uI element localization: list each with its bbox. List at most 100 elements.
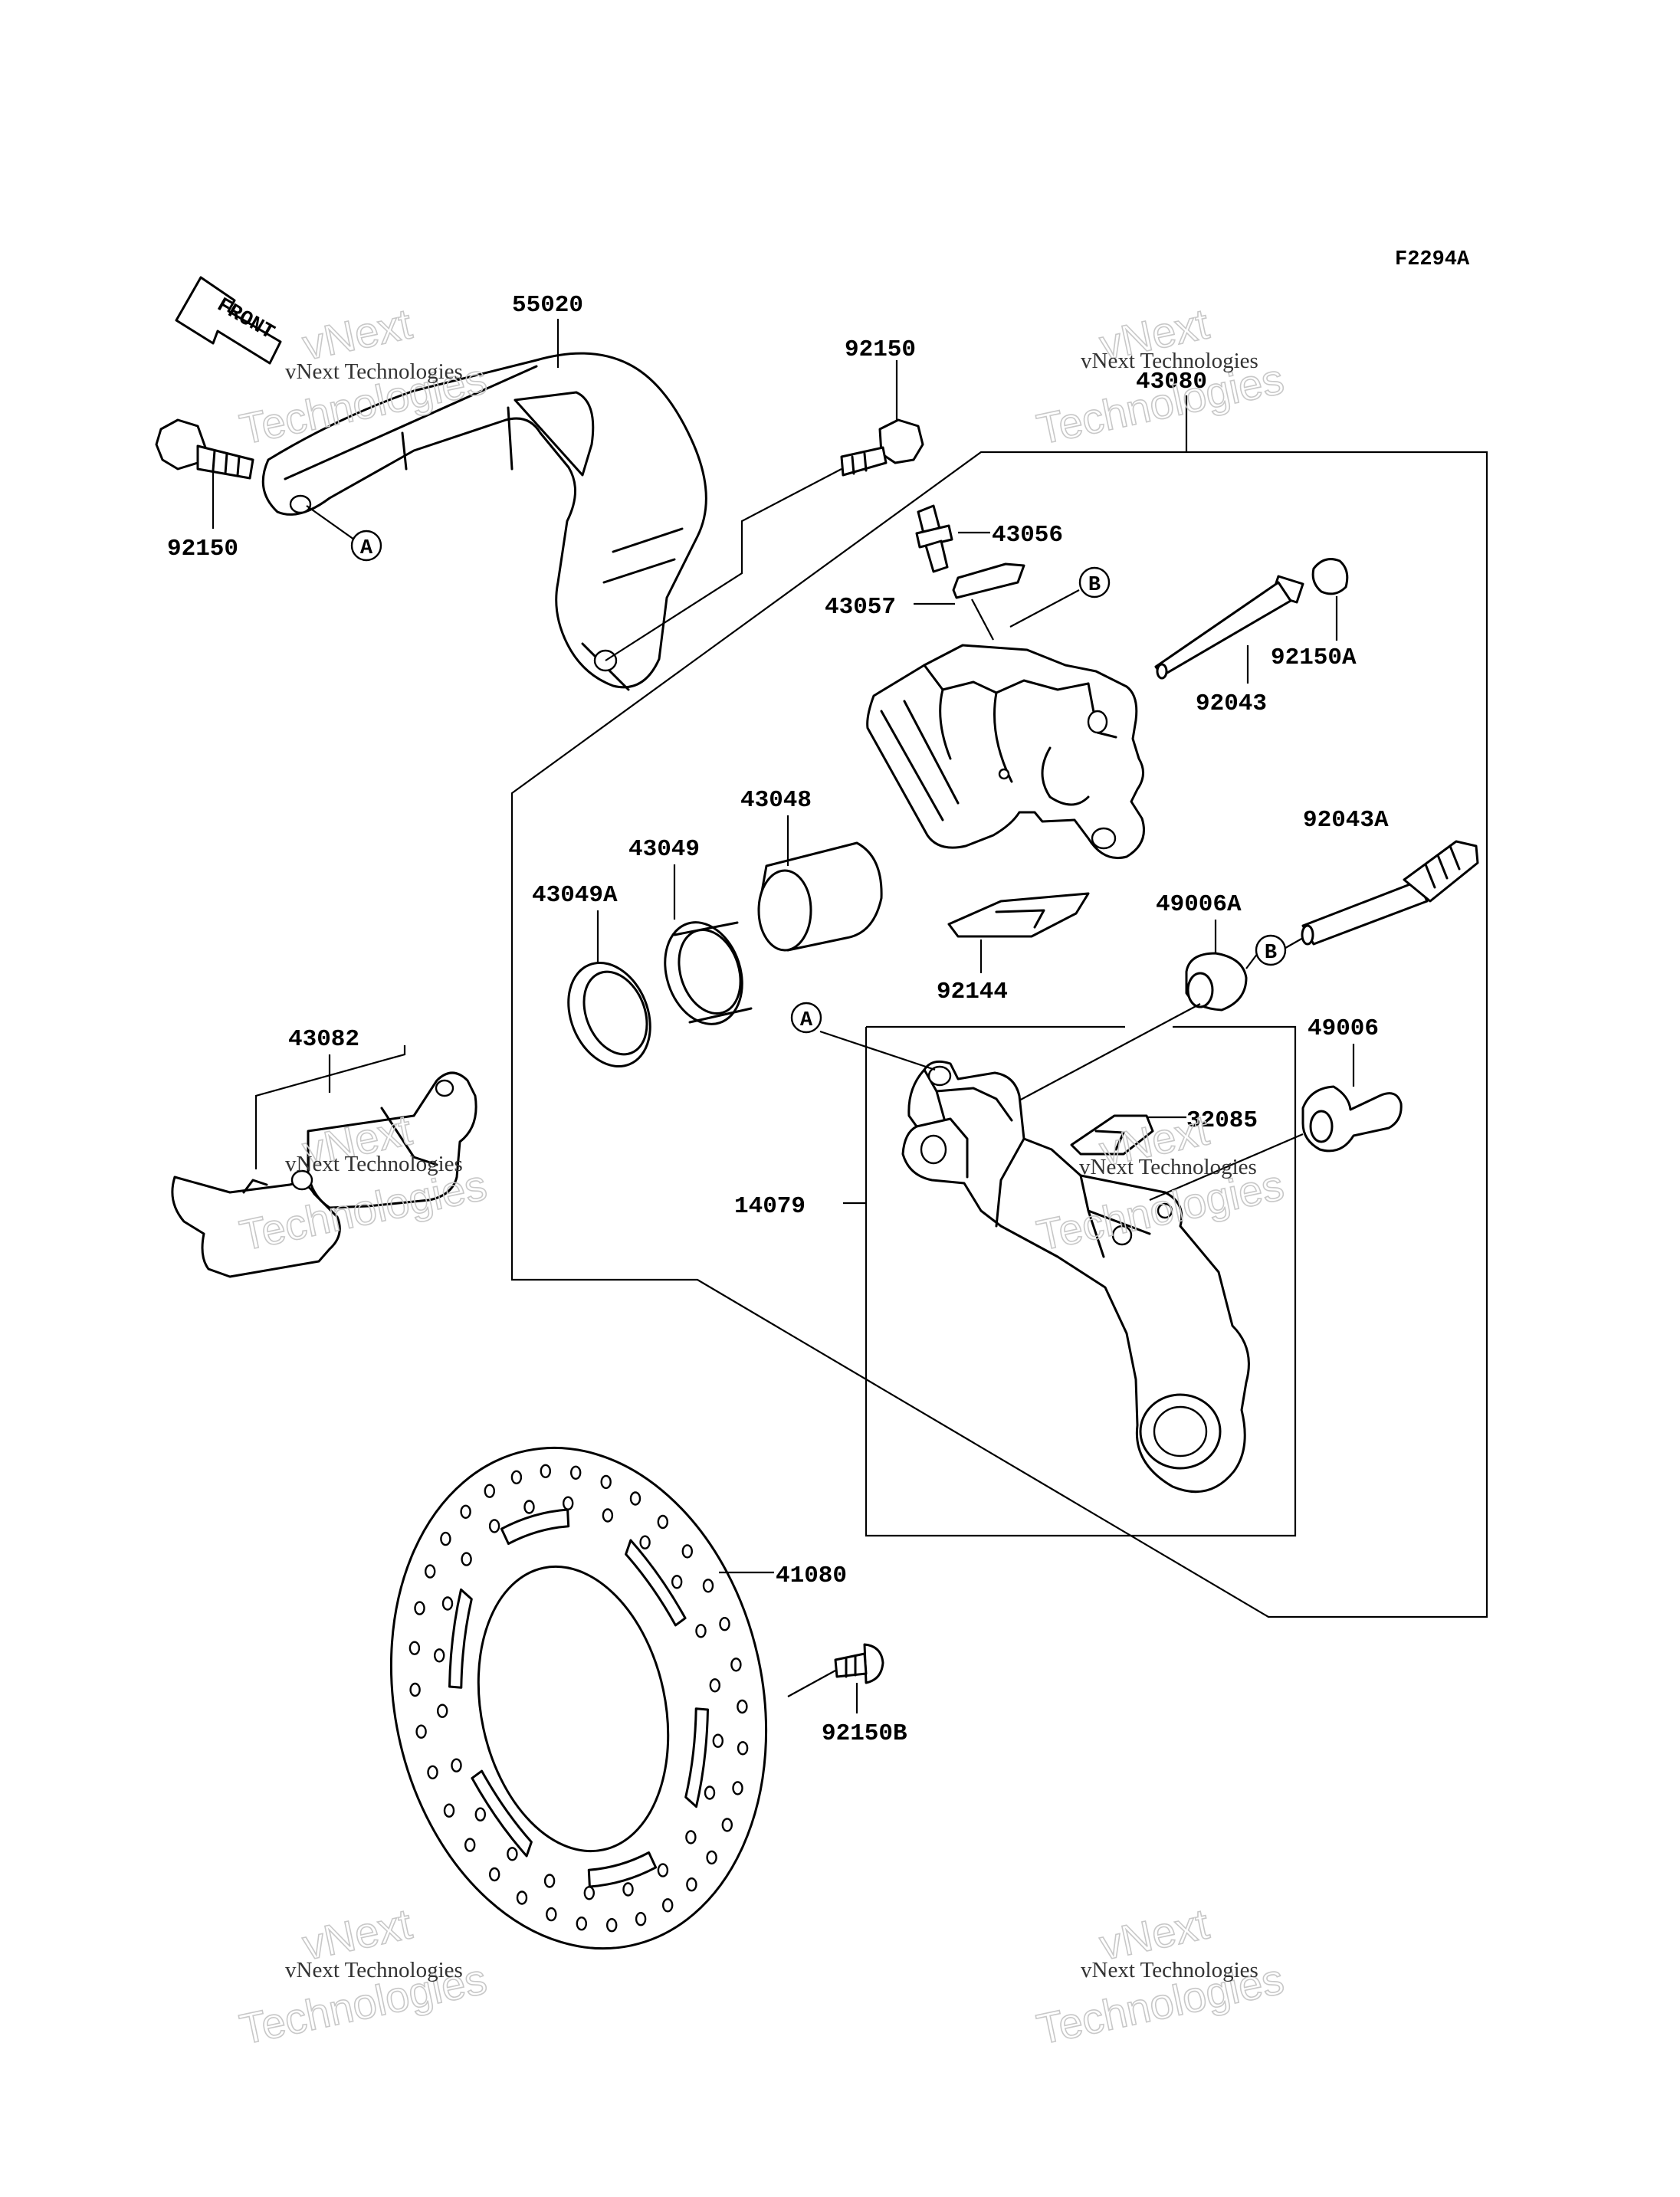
assembly-outline-43080: [510, 451, 1488, 1618]
part-49006-boot: [1301, 1085, 1403, 1153]
callout-a-bottom: A: [790, 1002, 822, 1034]
label-92144: 92144: [937, 979, 1008, 1005]
label-43082: 43082: [288, 1026, 359, 1053]
callout-a-top: A: [350, 530, 382, 562]
part-43049-seal: [664, 921, 753, 1025]
part-32085-spring: [1070, 1114, 1154, 1156]
disc-hole: [425, 1564, 436, 1579]
label-92150A: 92150A: [1271, 644, 1357, 671]
watermark-bottom-right: vNext Technologies vNext Technologies: [1032, 1898, 1288, 2054]
disc-hole: [709, 1678, 720, 1693]
disc-hole: [409, 1682, 421, 1697]
watermark-bottom-left: vNext Technologies vNext Technologies: [235, 1898, 491, 2054]
disc-hole: [440, 1531, 451, 1546]
disc-hole: [606, 1917, 618, 1933]
callout-b-top: B: [1078, 566, 1111, 598]
label-43048: 43048: [740, 787, 812, 814]
disc-hole: [409, 1641, 421, 1655]
part-caliper-body: [866, 644, 1145, 860]
label-43057: 43057: [825, 594, 896, 621]
disc-hole: [516, 1890, 528, 1905]
part-43082-pads: [171, 1071, 477, 1278]
svg-text:vNext Technologies: vNext Technologies: [1081, 349, 1258, 373]
disc-hole: [523, 1500, 535, 1514]
part-49006A-boot: [1185, 952, 1248, 1012]
disc-slot: [471, 1769, 533, 1858]
disc-hole: [686, 1877, 697, 1892]
part-43049A-seal: [567, 961, 651, 1068]
label-92150-top: 92150: [845, 336, 916, 363]
label-41080: 41080: [776, 1562, 847, 1589]
part-43048-piston: [757, 841, 883, 952]
svg-text:B: B: [1265, 942, 1277, 965]
disc-slot: [448, 1588, 473, 1689]
disc-hole: [737, 1741, 749, 1756]
disc-hole: [434, 1648, 445, 1663]
disc-hole: [464, 1838, 476, 1852]
disc-hole: [461, 1552, 472, 1566]
part-55020-bracket: [261, 352, 707, 691]
disc-hole: [437, 1703, 448, 1718]
disc-hole: [737, 1699, 748, 1714]
disc-hole: [704, 1785, 716, 1800]
disc-hole: [706, 1850, 717, 1865]
label-32085: 32085: [1186, 1107, 1258, 1134]
label-43049A: 43049A: [532, 882, 618, 909]
disc-hole: [732, 1781, 743, 1795]
disc-hole: [484, 1484, 495, 1498]
disc-hole: [721, 1818, 733, 1832]
part-92144-spring: [947, 892, 1090, 938]
disc-hole: [474, 1807, 486, 1822]
disc-hole: [719, 1616, 730, 1631]
disc-hole: [415, 1724, 427, 1739]
front-arrow-icon: FRONT: [175, 276, 282, 365]
svg-text:vNext Technologies: vNext Technologies: [285, 1152, 463, 1176]
disc-slot: [625, 1539, 687, 1627]
disc-hole: [507, 1847, 518, 1861]
disc-hole: [639, 1535, 651, 1549]
disc-hole: [540, 1464, 551, 1479]
label-43056: 43056: [992, 522, 1063, 549]
disc-hole: [414, 1601, 425, 1615]
disc-hole: [681, 1544, 693, 1559]
label-92043A: 92043A: [1303, 807, 1389, 834]
svg-text:vNext Technologies: vNext Technologies: [285, 1958, 463, 1982]
disc-hole: [657, 1863, 669, 1877]
disc-hole: [576, 1916, 587, 1931]
disc-hole: [510, 1470, 523, 1485]
disc-hole: [685, 1830, 697, 1844]
part-43057-cap: [914, 562, 1080, 641]
disc-hole: [543, 1874, 556, 1888]
disc-hole: [635, 1911, 647, 1926]
disc-hole: [489, 1867, 500, 1882]
disc-slot: [684, 1707, 709, 1808]
label-92150B: 92150B: [822, 1720, 907, 1747]
disc-hole: [600, 1474, 612, 1490]
svg-text:B: B: [1088, 574, 1101, 597]
disc-hole: [712, 1733, 724, 1748]
part-92150B-screw: [834, 1643, 884, 1684]
disc-hole: [702, 1579, 714, 1593]
disc-hole: [657, 1514, 668, 1530]
disc-hole: [602, 1508, 614, 1523]
label-49006: 49006: [1308, 1015, 1379, 1042]
disc-hole: [629, 1491, 641, 1506]
label-55020: 55020: [512, 292, 583, 319]
disc-hole: [443, 1803, 455, 1818]
label-92150-left: 92150: [167, 536, 238, 562]
part-92043A-pin: [1301, 840, 1479, 946]
label-43049: 43049: [628, 836, 700, 863]
label-43080: 43080: [1136, 369, 1207, 395]
callout-b-bottom: B: [1255, 934, 1287, 966]
disc-hole: [662, 1898, 674, 1913]
part-92150-top-bolt: [840, 418, 924, 477]
disc-hole: [695, 1624, 707, 1638]
svg-text:vNext Technologies: vNext Technologies: [1081, 1958, 1258, 1982]
svg-text:A: A: [800, 1009, 813, 1032]
part-14079-bracket: [901, 1060, 1250, 1494]
svg-text:A: A: [360, 537, 373, 560]
part-43056-bleeder: [915, 504, 990, 573]
disc-hole: [488, 1519, 500, 1533]
part-92043-pin: [1154, 575, 1304, 680]
